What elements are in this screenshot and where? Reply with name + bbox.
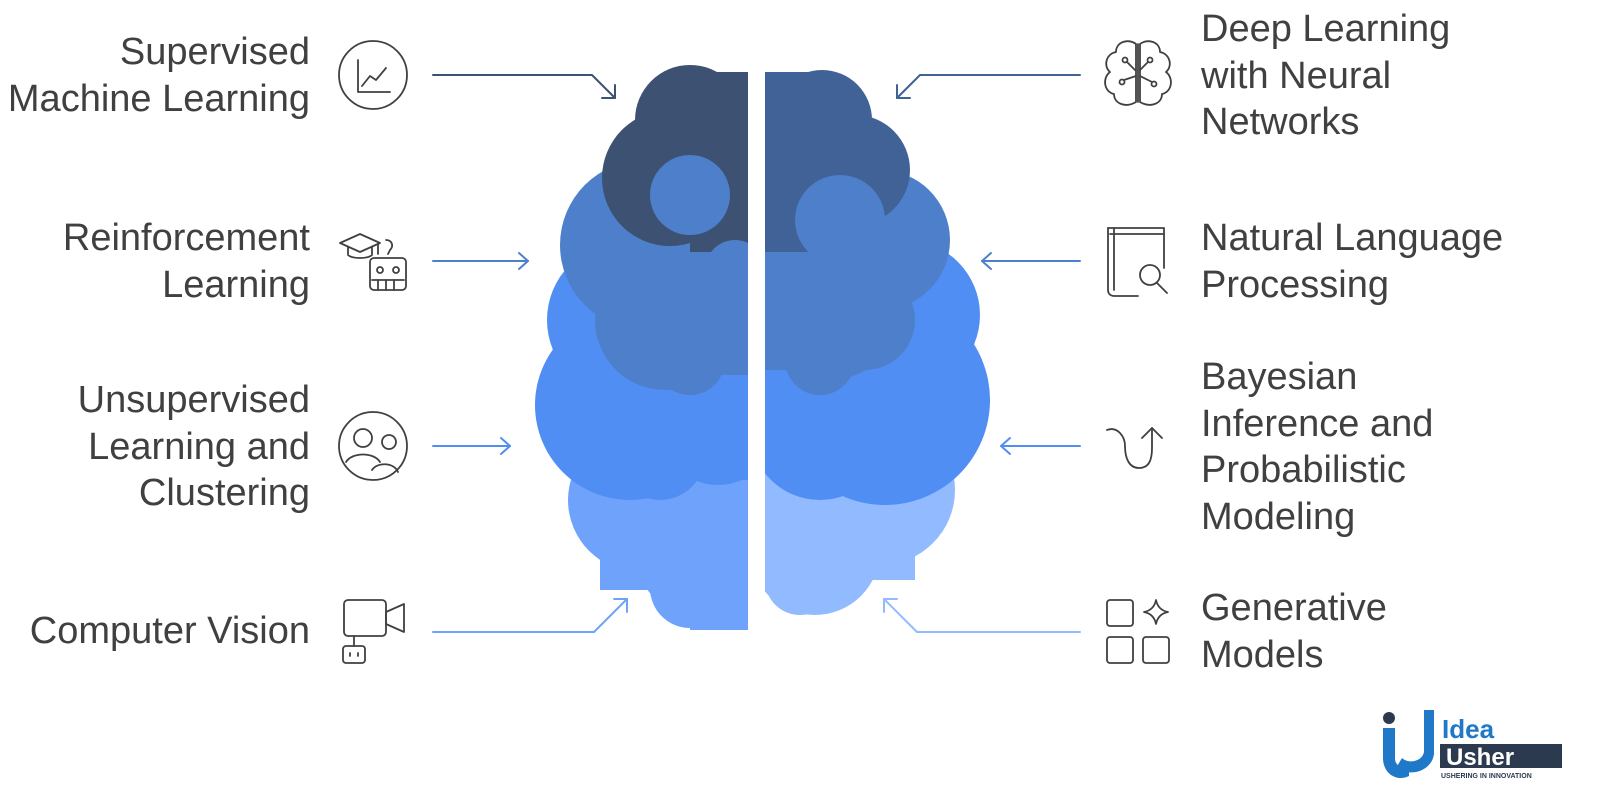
right-lobe-bright [750,240,990,505]
curve-arrow-up-icon [1106,427,1163,469]
shapes-sparkle-icon [1106,599,1170,664]
connector-reinforcement [432,252,529,270]
connector-vision [432,598,628,633]
label-vision: Computer Vision [29,610,310,652]
connector-supervised [432,74,616,99]
connector-unsupervised [432,437,511,455]
label-reinforcement: Reinforcement Learning [62,217,310,306]
connector-deep [896,74,1081,99]
label-unsupervised: Unsupervised Learning and Clustering [77,379,310,514]
graduate-robot-icon [339,233,407,291]
brain-fissure [748,60,765,640]
people-group-icon [338,411,408,481]
logo-word-usher: Usher [1446,744,1514,771]
connector-generative [883,598,1081,633]
label-nlp: Natural Language Processing [1201,217,1504,306]
line-chart-icon [338,40,408,110]
brain-circuit-icon [1104,40,1172,106]
right-lobe-dark-notch [795,175,885,265]
label-deep: Deep Learning with Neural Networks [1201,8,1451,143]
connector-nlp [981,252,1081,270]
idea-usher-logo: Idea Usher USHERING IN INNOVATION [1383,710,1562,780]
logo-word-idea: Idea [1442,714,1495,744]
right-hemisphere [750,70,990,615]
label-bayesian: Bayesian Inference and Probabilistic Mod… [1201,356,1434,538]
logo-tagline: USHERING IN INNOVATION [1441,773,1532,780]
video-camera-robot-icon [342,599,405,664]
label-supervised: Supervised Machine Learning [7,31,310,120]
book-search-icon [1107,227,1168,297]
label-generative: Generative Models [1201,587,1387,676]
left-hemisphere [535,65,778,630]
connector-bayesian [1000,437,1081,455]
